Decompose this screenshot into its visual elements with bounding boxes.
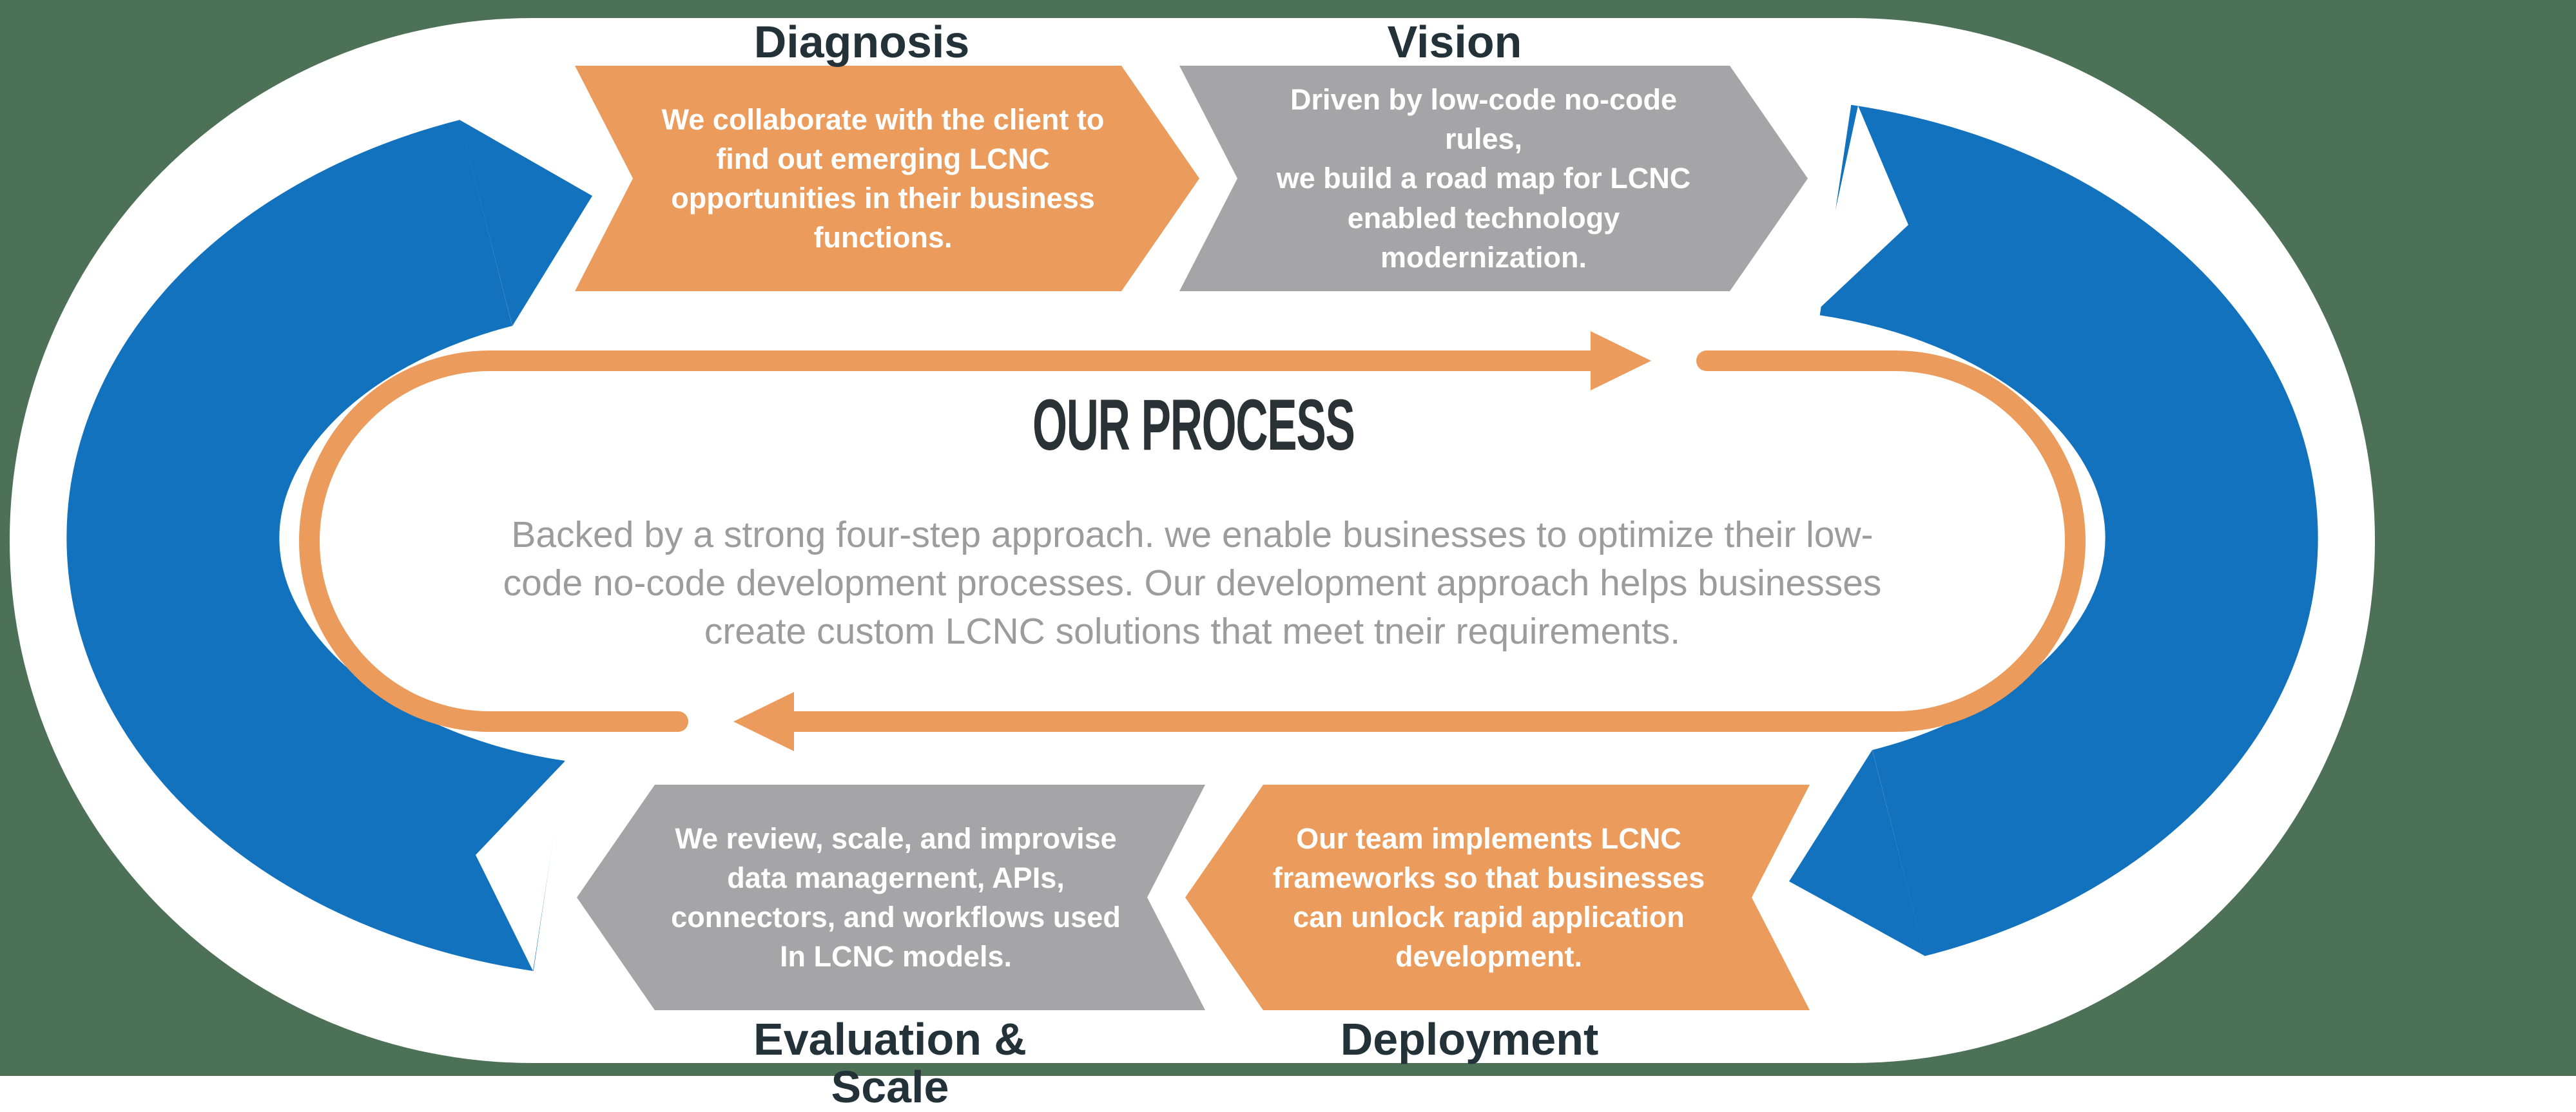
chevron-vision (1179, 66, 1808, 291)
loop-segment-left (299, 350, 1591, 732)
step-title-evaluation: Evaluation & Scale (753, 1014, 1027, 1112)
right-ribbon-arrowhead-icon (1789, 750, 1925, 956)
process-diagram-graphics (0, 0, 2576, 1076)
left-ribbon-tail-notch (476, 761, 565, 971)
step-description-deployment: Our team implements LCNC frameworks so t… (1272, 821, 1705, 973)
left-ribbon-arrowhead-icon (460, 120, 592, 326)
left-cycle-ribbon (66, 120, 565, 972)
right-cycle-ribbon (1819, 104, 2318, 956)
right-ribbon-tail-notch (1813, 106, 1908, 314)
center-paragraph: Backed by a strong four-step approach. w… (503, 514, 1882, 653)
loop-arrowhead-right-icon (1591, 331, 1651, 390)
loop-arrowhead-left-icon (733, 692, 794, 751)
step-title-diagnosis: Diagnosis (753, 17, 970, 67)
step-title-vision: Vision (1387, 17, 1522, 67)
step-description-evaluation: We review, scale, and improvise data man… (671, 821, 1121, 973)
chevron-diagnosis (575, 66, 1199, 291)
step-title-deployment: Deployment (1340, 1014, 1599, 1064)
step-description-diagnosis: We collaborate with the client to find o… (661, 102, 1105, 254)
chevron-deployment (1185, 785, 1810, 1010)
chevron-evaluation (577, 785, 1205, 1010)
step-description-vision: Driven by low-code no-code rules, we bui… (1276, 83, 1691, 274)
loop-segment-right-cap (1696, 350, 1717, 371)
loop-segment-left-cap (668, 711, 688, 732)
loop-segment-right (794, 350, 2086, 732)
center-heading: OUR PROCESS (1032, 385, 1355, 465)
